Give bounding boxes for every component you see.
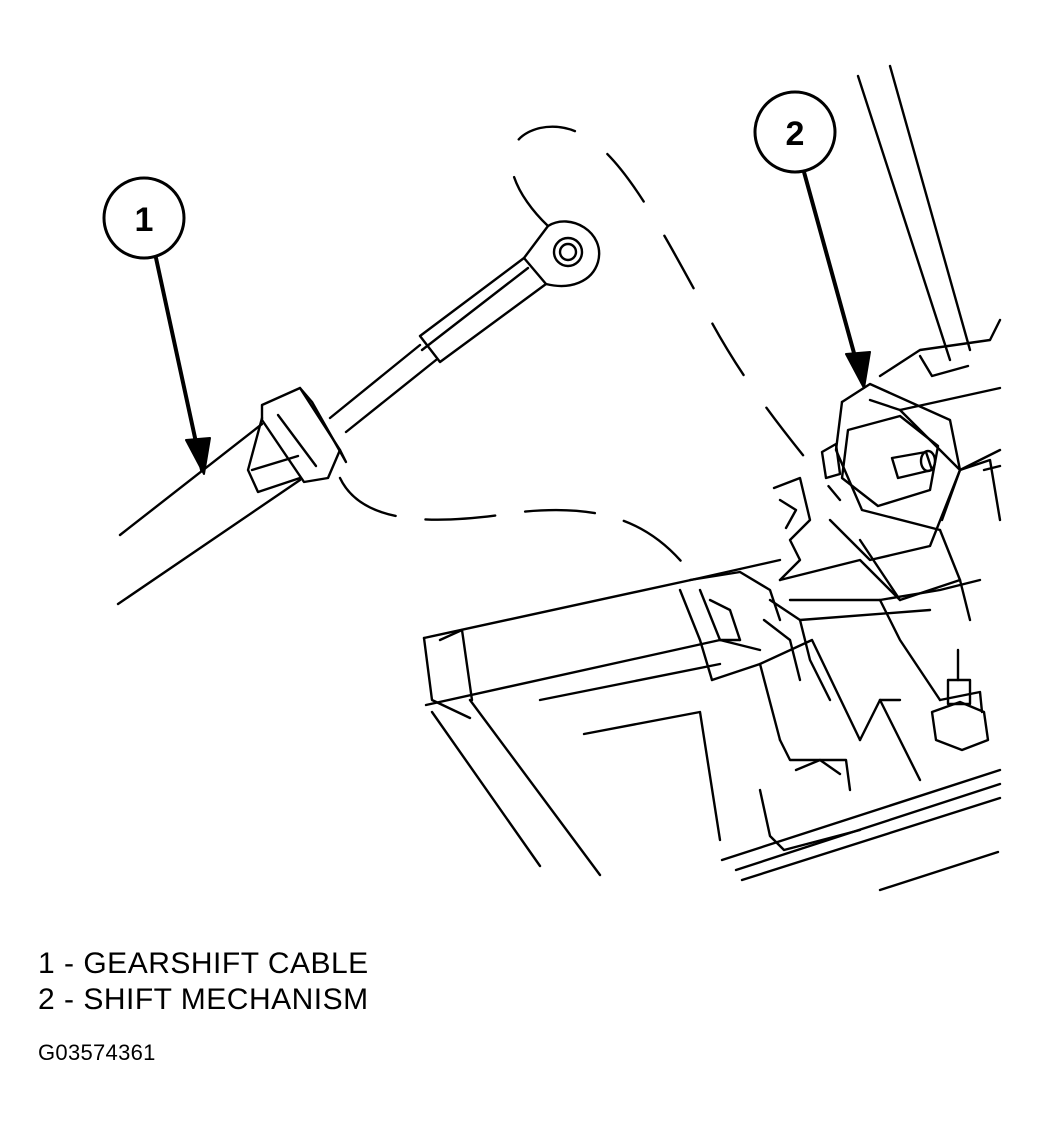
callout-2 bbox=[753, 90, 871, 389]
floor-pan bbox=[422, 558, 1002, 892]
callout-1-number: 1 bbox=[135, 201, 154, 239]
legend-item-shift-mechanism: 2 - SHIFT MECHANISM bbox=[38, 983, 369, 1016]
shift-mechanism bbox=[678, 64, 1002, 852]
callout-1 bbox=[102, 176, 211, 475]
figure-id: G03574361 bbox=[38, 1040, 156, 1065]
legend: 1 - GEARSHIFT CABLE 2 - SHIFT MECHANISM bbox=[38, 946, 369, 1018]
gearshift-cable bbox=[116, 125, 842, 606]
gearshift-cable-illustration: 1 2 bbox=[102, 64, 1002, 892]
callout-2-number: 2 bbox=[786, 115, 805, 153]
legend-item-gearshift-cable: 1 - GEARSHIFT CABLE bbox=[38, 947, 369, 980]
